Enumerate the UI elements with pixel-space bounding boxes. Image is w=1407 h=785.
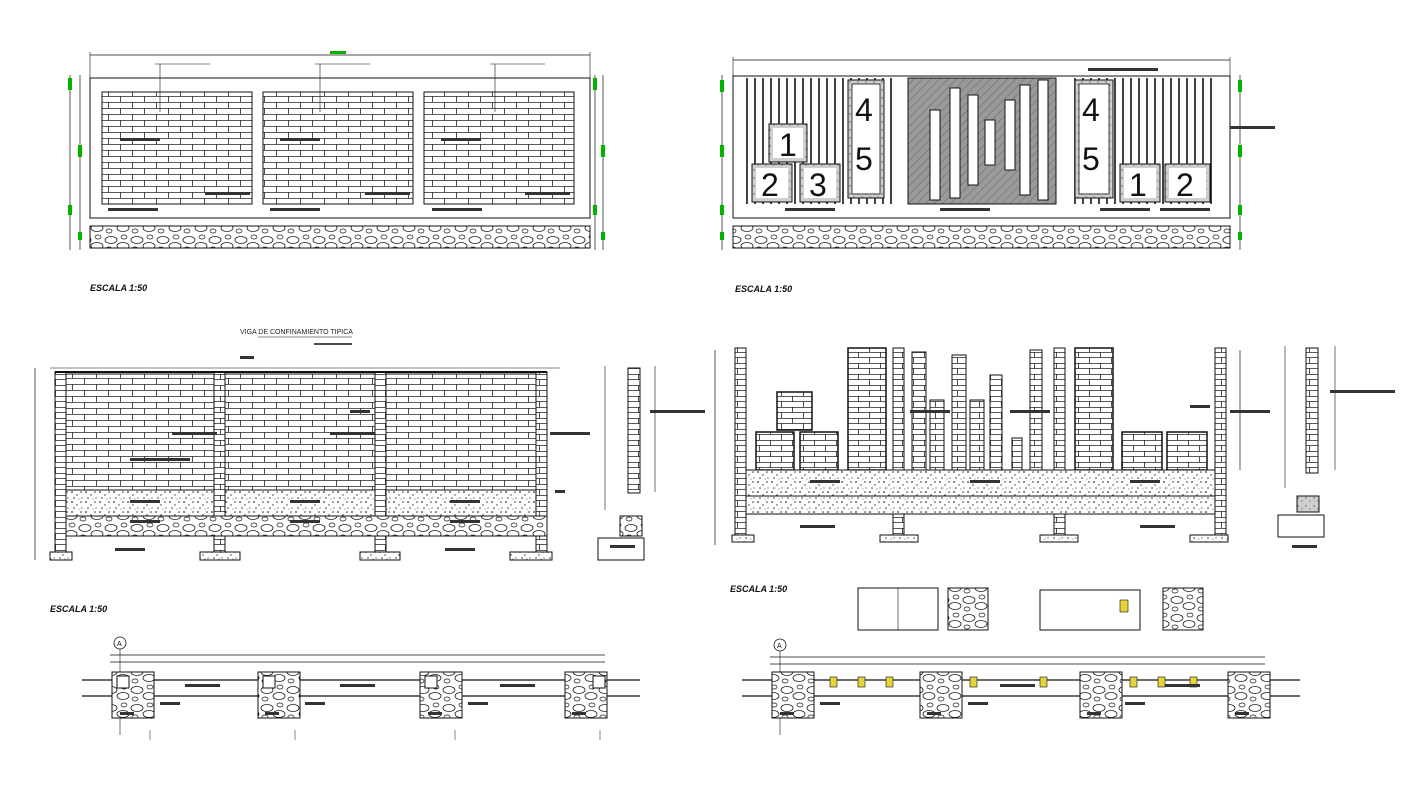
panel-numbers-left: 1 2 3 4 5 — [761, 92, 873, 203]
elevation-top-right — [720, 57, 1275, 250]
panel-number: 5 — [855, 141, 873, 177]
plan-bottom-right — [742, 587, 1300, 735]
plan-bottom-left — [82, 636, 640, 740]
section-middle-right — [714, 346, 1395, 548]
panel-number: 1 — [779, 127, 797, 163]
panel-number: 5 — [1082, 141, 1100, 177]
panel-number: 3 — [809, 167, 827, 203]
elevation-top-left — [68, 51, 605, 250]
section-title: VIGA DE CONFINAMIENTO TIPICA — [240, 329, 353, 336]
panel-number: 1 — [1129, 167, 1147, 203]
axis-marker-left: A — [117, 641, 122, 648]
panel-number: 4 — [855, 92, 873, 128]
scale-label-middle-left: ESCALA 1:50 — [50, 604, 107, 614]
axis-marker-right: A — [777, 643, 782, 650]
panel-number: 2 — [761, 167, 779, 203]
scale-label-middle-right: ESCALA 1:50 — [730, 584, 787, 594]
scale-label-top-right: ESCALA 1:50 — [735, 284, 792, 294]
panel-number: 2 — [1176, 167, 1194, 203]
panel-numbers-right: 4 5 1 2 — [1082, 92, 1194, 203]
section-middle-left — [34, 356, 705, 561]
panel-number: 4 — [1082, 92, 1100, 128]
scale-label-top-left: ESCALA 1:50 — [90, 283, 147, 293]
